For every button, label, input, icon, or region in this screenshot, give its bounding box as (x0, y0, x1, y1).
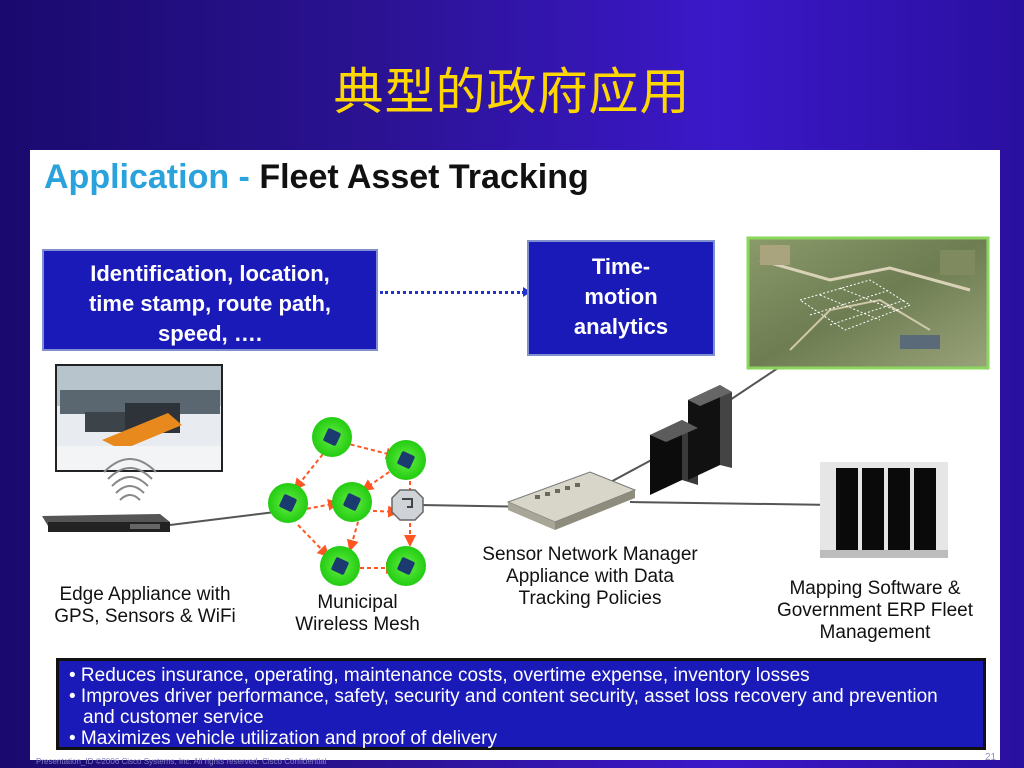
mesh-node-icon (268, 417, 426, 586)
mapping-caption-line: Mapping Software & (789, 578, 961, 599)
page-number: 21 (985, 752, 997, 763)
app-title-prefix: Application - (44, 158, 260, 196)
mainframe-icon (820, 462, 948, 558)
gateway-icon (391, 489, 424, 521)
content-panel: Application - Fleet Asset Tracking Ident… (30, 150, 1000, 760)
identification-line: speed, …. (158, 321, 262, 346)
sensor-caption-line: Sensor Network Manager (482, 544, 698, 565)
rack-appliance-icon (42, 514, 170, 532)
sensor-caption: Sensor Network Manager Appliance with Da… (450, 544, 730, 610)
app-title: Application - Fleet Asset Tracking (44, 158, 589, 197)
time-motion-line: motion (584, 284, 658, 309)
wifi-wave-icon (103, 458, 157, 501)
aerial-map-photo (746, 236, 990, 370)
mesh-caption-line: Municipal (317, 592, 398, 613)
edge-caption-line: Edge Appliance with (59, 584, 231, 605)
sensor-caption-line: Appliance with Data (506, 566, 674, 587)
benefit-item: • Reduces insurance, operating, maintena… (69, 665, 810, 686)
benefits-list: • Reduces insurance, operating, maintena… (56, 658, 986, 750)
identification-box: Identification, location, time stamp, ro… (42, 249, 378, 351)
time-motion-box: Time- motion analytics (527, 240, 715, 356)
benefit-item: • Maximizes vehicle utilization and proo… (69, 728, 498, 749)
fleet-diagram (42, 236, 990, 586)
benefit-item: • Improves driver performance, safety, s… (69, 686, 938, 728)
identification-line: Identification, location, (90, 261, 330, 286)
edge-caption-line: GPS, Sensors & WiFi (54, 606, 236, 627)
sensor-caption-line: Tracking Policies (518, 588, 662, 609)
identification-line: time stamp, route path, (88, 291, 332, 316)
mesh-caption-line: Wireless Mesh (295, 614, 420, 635)
slide-title: 典型的政府应用 (333, 63, 691, 121)
sensor-router-icon (506, 471, 637, 530)
server-tower-icon (650, 385, 732, 495)
edge-caption: Edge Appliance with GPS, Sensors & WiFi (30, 584, 260, 628)
time-motion-line: Time- (591, 254, 651, 279)
time-motion-line: analytics (573, 314, 669, 339)
slide-footer: Presentation_ID ©2006 Cisco Systems, Inc… (36, 757, 327, 766)
mapping-caption-line: Government ERP Fleet (776, 600, 974, 621)
mapping-caption-line: Management (819, 622, 931, 643)
mesh-caption: Municipal Wireless Mesh (270, 592, 445, 636)
mapping-caption: Mapping Software & Government ERP Fleet … (750, 578, 1000, 644)
snowplow-truck-photo (55, 364, 223, 472)
app-title-main: Fleet Asset Tracking (259, 158, 589, 196)
